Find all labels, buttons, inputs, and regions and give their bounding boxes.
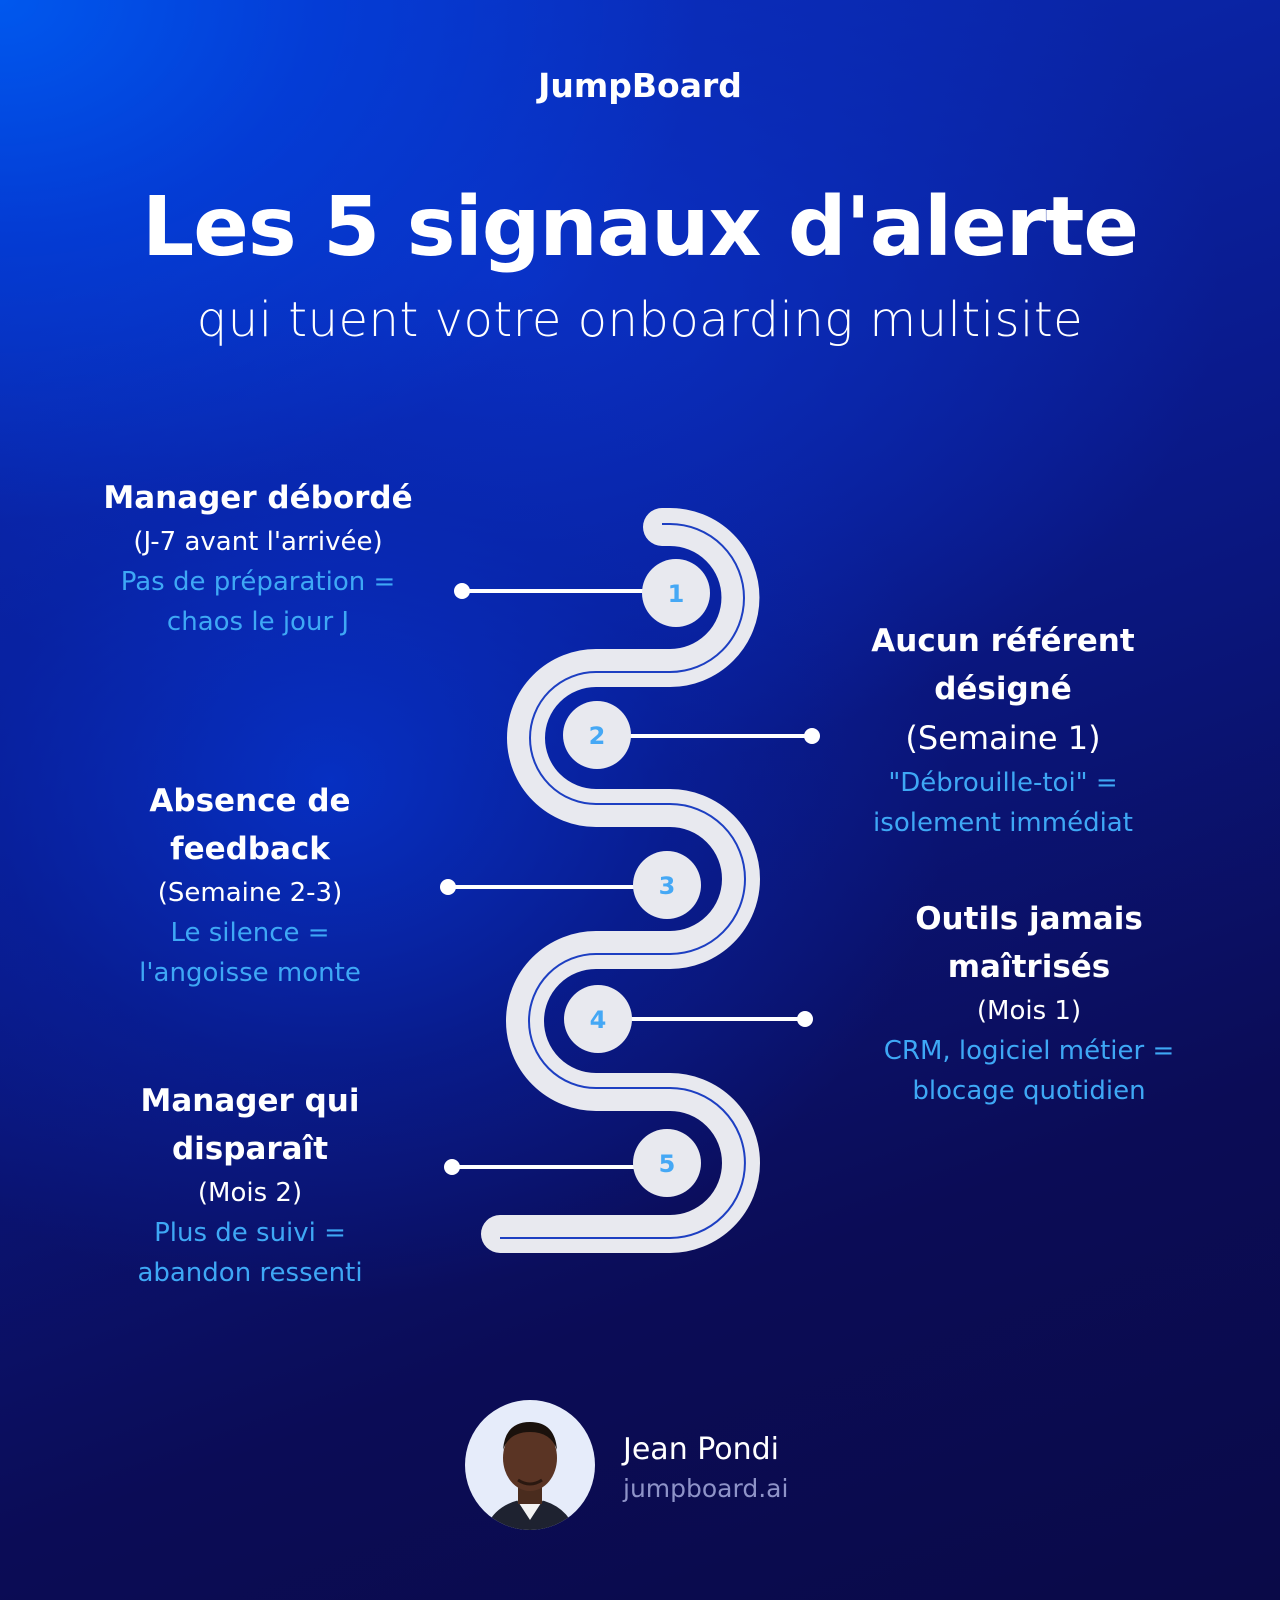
signal-5: Manager qui disparaît (Mois 2) Plus de s… <box>70 1077 430 1293</box>
signal-desc: "Débrouille-toi" = <box>888 768 1118 798</box>
signal-title: Manager qui <box>140 1083 360 1119</box>
author-website[interactable]: jumpboard.ai <box>623 1474 789 1503</box>
brand-logo: JumpBoard <box>538 66 742 105</box>
connector-3 <box>440 879 650 895</box>
signal-title: désigné <box>934 671 1072 707</box>
signal-desc: abandon ressenti <box>137 1258 363 1288</box>
step-marker-3: 3 <box>633 851 701 919</box>
connector-1 <box>454 583 650 599</box>
svg-text:4: 4 <box>590 1006 607 1034</box>
page-subtitle: qui tuent votre onboarding multisite <box>196 292 1084 348</box>
signal-period: (Mois 1) <box>976 996 1082 1026</box>
signal-2: Aucun référent désigné (Semaine 1) "Débr… <box>823 617 1183 843</box>
author-name: Jean Pondi <box>623 1432 780 1467</box>
signal-title: Aucun référent <box>871 623 1135 659</box>
signal-title: maîtrisés <box>947 949 1111 985</box>
signal-title: disparaît <box>171 1131 329 1167</box>
signal-title: Outils jamais <box>915 901 1143 937</box>
signal-desc: isolement immédiat <box>873 808 1133 838</box>
step-marker-5: 5 <box>633 1129 701 1197</box>
signal-title: Absence de <box>149 783 351 819</box>
signal-desc: blocage quotidien <box>912 1076 1146 1106</box>
signal-1: Manager débordé (J-7 avant l'arrivée) Pa… <box>78 474 438 642</box>
step-marker-4: 4 <box>564 985 632 1053</box>
connector-2 <box>596 728 820 744</box>
signal-period: (Mois 2) <box>197 1178 303 1208</box>
svg-text:1: 1 <box>668 580 685 608</box>
signal-desc: Le silence = <box>170 918 330 948</box>
signal-period: (Semaine 1) <box>905 719 1101 757</box>
signal-period: (Semaine 2-3) <box>157 878 343 908</box>
signal-title: Manager débordé <box>103 480 413 516</box>
timeline-track <box>481 508 760 1253</box>
signal-3: Absence de feedback (Semaine 2-3) Le sil… <box>70 777 430 993</box>
signal-desc: chaos le jour J <box>166 607 350 637</box>
svg-text:3: 3 <box>659 872 676 900</box>
connector-4 <box>598 1011 813 1027</box>
svg-text:5: 5 <box>659 1150 676 1178</box>
signal-desc: CRM, logiciel métier = <box>883 1036 1175 1066</box>
connector-5 <box>444 1159 650 1175</box>
page-title: Les 5 signaux d'alerte <box>141 180 1139 275</box>
step-marker-2: 2 <box>563 701 631 769</box>
signal-desc: Pas de préparation = <box>120 567 396 597</box>
step-marker-1: 1 <box>642 559 710 627</box>
signal-period: (J-7 avant l'arrivée) <box>133 527 383 557</box>
timeline-inner-line <box>500 523 746 1239</box>
signal-desc: Plus de suivi = <box>154 1218 346 1248</box>
signal-title: feedback <box>170 831 330 867</box>
signal-4: Outils jamais maîtrisés (Mois 1) CRM, lo… <box>849 895 1209 1111</box>
svg-text:2: 2 <box>589 722 606 750</box>
author-avatar <box>465 1400 595 1530</box>
signal-desc: l'angoisse monte <box>139 958 361 988</box>
